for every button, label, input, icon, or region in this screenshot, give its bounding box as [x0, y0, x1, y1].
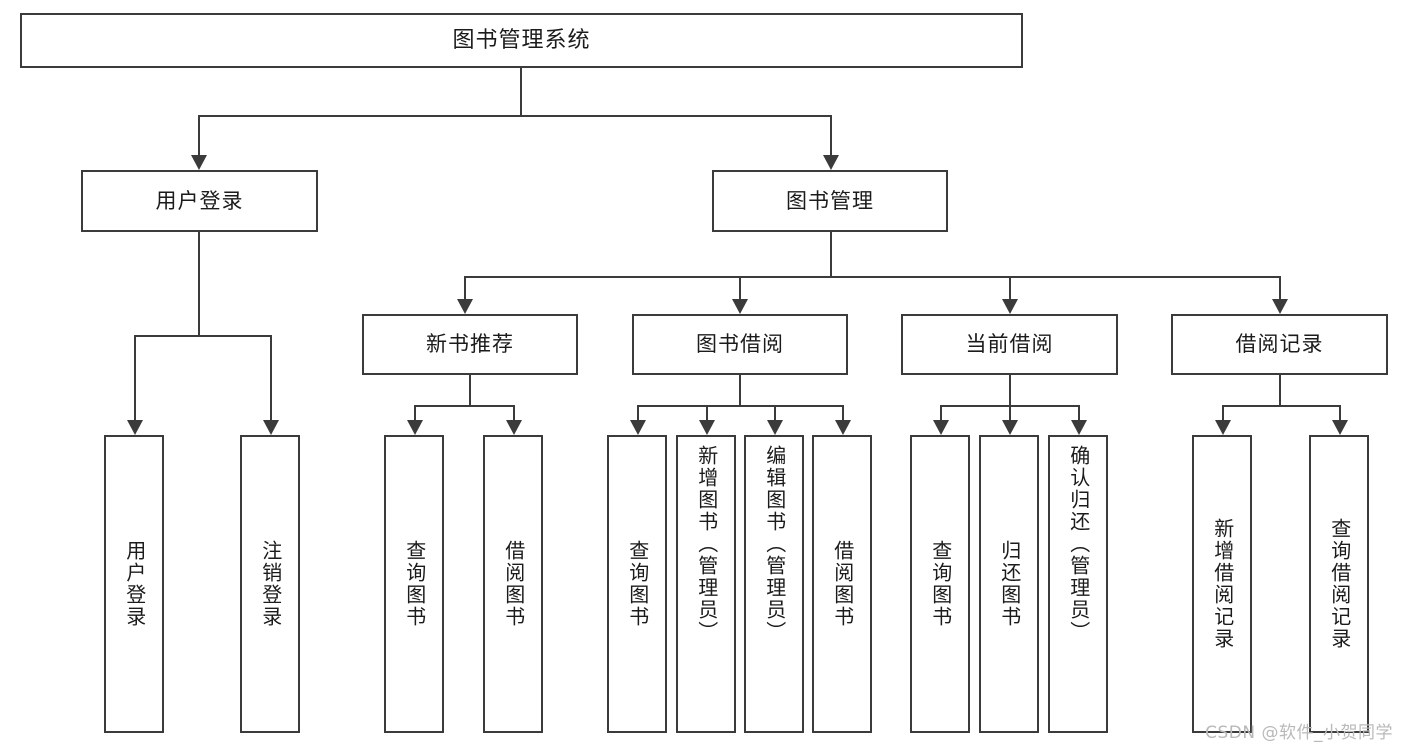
arrow-into-bb-leaf-4	[835, 420, 851, 435]
connector-book-borrow-bus	[637, 405, 842, 407]
node-label: 借阅记录	[1235, 332, 1324, 357]
leaf-bb-add-book-admin[interactable]: 新增图书（管理员）	[676, 435, 736, 733]
leaf-cb-confirm-return-admin[interactable]: 确认归还（管理员）	[1048, 435, 1108, 733]
node-label: 查询图书	[928, 540, 953, 628]
connector-cb-leaf-2	[1009, 405, 1011, 420]
node-label: 用户登录	[122, 540, 147, 628]
connector-cb-leaf-1	[940, 405, 942, 420]
leaf-nbr-borrow-book[interactable]: 借阅图书	[483, 435, 543, 733]
node-label: 新增借阅记录	[1210, 518, 1235, 650]
node-label: 编辑图书（管理员）	[762, 445, 787, 643]
arrow-into-cb-leaf-2	[1002, 420, 1018, 435]
arrow-into-nbr-leaf-2	[506, 420, 522, 435]
node-label: 新书推荐	[426, 332, 514, 357]
csdn-watermark: CSDN @软件_小贺同学	[1205, 723, 1393, 743]
node-label: 确认归还（管理员）	[1066, 445, 1091, 643]
connector-user-login-stem	[198, 232, 200, 335]
node-label: 查询借阅记录	[1327, 518, 1352, 650]
leaf-cb-return-book[interactable]: 归还图书	[979, 435, 1039, 733]
connector-to-borrow-record	[1279, 276, 1281, 299]
connector-nbr-leaf-1	[414, 405, 416, 420]
node-label: 查询图书	[402, 540, 427, 628]
node-label: 新增图书（管理员）	[694, 445, 719, 643]
connector-user-login-to-leaf-2	[270, 335, 272, 420]
arrow-into-bb-leaf-3	[767, 420, 783, 435]
arrow-into-current-borrow	[1002, 299, 1018, 314]
connector-new-book-recommend-bus	[414, 405, 513, 407]
connector-book-borrow-stem	[739, 375, 741, 405]
connector-root-to-user-login	[198, 115, 200, 155]
connector-bb-leaf-1	[637, 405, 639, 420]
connector-borrow-record-bus	[1222, 405, 1339, 407]
arrow-into-nbr-leaf-1	[407, 420, 423, 435]
arrow-into-br-leaf-2	[1332, 420, 1348, 435]
connector-root-bus	[198, 115, 832, 117]
leaf-user-login[interactable]: 用户登录	[104, 435, 164, 733]
connector-level3-bus	[464, 276, 1280, 278]
connector-to-current-borrow	[1009, 276, 1011, 299]
connector-bb-leaf-2	[706, 405, 708, 420]
arrow-into-leaf-logout	[263, 420, 279, 435]
connector-bb-leaf-3	[774, 405, 776, 420]
node-label: 用户登录	[155, 188, 244, 213]
node-label: 查询图书	[625, 540, 650, 628]
connector-to-book-borrow	[739, 276, 741, 299]
connector-current-borrow-stem	[1009, 375, 1011, 405]
connector-book-management-stem	[830, 232, 832, 276]
arrow-into-new-book-recommend	[457, 299, 473, 314]
connector-new-book-recommend-stem	[469, 375, 471, 405]
node-label: 图书借阅	[696, 332, 784, 357]
arrow-into-br-leaf-1	[1215, 420, 1231, 435]
leaf-br-add-record[interactable]: 新增借阅记录	[1192, 435, 1252, 733]
arrow-into-user-login	[191, 155, 207, 170]
node-label: 图书管理系统	[452, 27, 591, 53]
node-label: 图书管理	[786, 188, 874, 213]
connector-borrow-record-stem	[1279, 375, 1281, 405]
arrow-into-leaf-user-login	[127, 420, 143, 435]
node-user-login[interactable]: 用户登录	[81, 170, 318, 232]
node-borrow-record[interactable]: 借阅记录	[1171, 314, 1388, 375]
leaf-br-query-record[interactable]: 查询借阅记录	[1309, 435, 1369, 733]
node-book-management[interactable]: 图书管理	[712, 170, 948, 232]
arrow-into-book-borrow	[732, 299, 748, 314]
arrow-into-bb-leaf-2	[699, 420, 715, 435]
node-label: 借阅图书	[830, 540, 855, 628]
node-new-book-recommend[interactable]: 新书推荐	[362, 314, 578, 375]
connector-br-leaf-1	[1222, 405, 1224, 420]
node-root-book-management-system[interactable]: 图书管理系统	[20, 13, 1023, 68]
node-book-borrow[interactable]: 图书借阅	[632, 314, 848, 375]
leaf-bb-borrow-book[interactable]: 借阅图书	[812, 435, 872, 733]
node-label: 当前借阅	[965, 332, 1054, 357]
leaf-cb-query-book[interactable]: 查询图书	[910, 435, 970, 733]
arrow-into-book-management	[823, 155, 839, 170]
arrow-into-cb-leaf-1	[933, 420, 949, 435]
connector-bb-leaf-4	[842, 405, 844, 420]
leaf-logout[interactable]: 注销登录	[240, 435, 300, 733]
node-label: 归还图书	[997, 540, 1022, 628]
leaf-bb-query-book[interactable]: 查询图书	[607, 435, 667, 733]
arrow-into-cb-leaf-3	[1071, 420, 1087, 435]
connector-br-leaf-2	[1339, 405, 1341, 420]
arrow-into-borrow-record	[1272, 299, 1288, 314]
node-current-borrow[interactable]: 当前借阅	[901, 314, 1118, 375]
connector-user-login-to-leaf-1	[134, 335, 136, 420]
connector-root-to-book-management	[830, 115, 832, 155]
node-label: 注销登录	[258, 540, 283, 628]
node-label: 借阅图书	[501, 540, 526, 628]
connector-root-stem	[520, 68, 522, 115]
connector-cb-leaf-3	[1078, 405, 1080, 420]
leaf-bb-edit-book-admin[interactable]: 编辑图书（管理员）	[744, 435, 804, 733]
arrow-into-bb-leaf-1	[630, 420, 646, 435]
connector-nbr-leaf-2	[513, 405, 515, 420]
leaf-nbr-query-book[interactable]: 查询图书	[384, 435, 444, 733]
connector-user-login-bus	[134, 335, 272, 337]
connector-to-new-book-recommend	[464, 276, 466, 299]
